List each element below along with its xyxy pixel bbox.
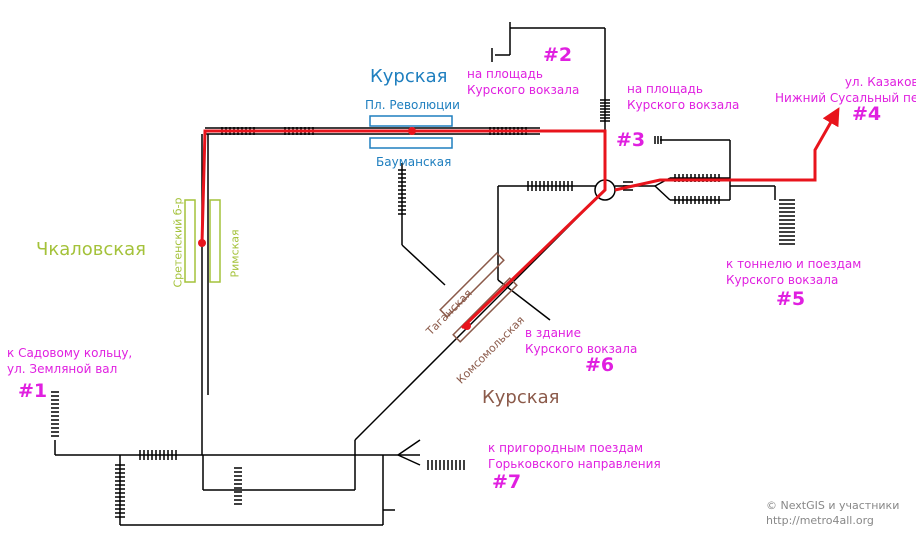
exit-3-number: #3 bbox=[616, 129, 646, 151]
station-label-rimskaya: Римская bbox=[228, 229, 242, 278]
stairs bbox=[51, 99, 795, 518]
exit-7-number: #7 bbox=[492, 471, 522, 493]
exit-4-number: #4 bbox=[852, 103, 882, 125]
exit-1-label: к Садовому кольцу,ул. Земляной вал bbox=[7, 346, 133, 376]
exit-1-number: #1 bbox=[18, 380, 48, 402]
station-label-kurskaya-brown: Курская bbox=[482, 387, 560, 408]
station-label-pl-revolyutsii: Пл. Революции bbox=[365, 98, 460, 112]
station-label-chkalovskaya: Чкаловская bbox=[36, 239, 146, 260]
exit-5-number: #5 bbox=[776, 288, 806, 310]
exit-4-label: ул. Казакова,Нижний Сусальный пер. bbox=[775, 75, 916, 105]
platforms bbox=[184, 115, 518, 343]
exit-2-number: #2 bbox=[543, 44, 573, 66]
station-label-sretensky: Сретенский б-р bbox=[171, 197, 185, 288]
route-line bbox=[200, 107, 840, 330]
exit-6-number: #6 bbox=[585, 354, 615, 376]
station-label-baumanskaya: Бауманская bbox=[376, 155, 452, 169]
station-label-kurskaya-blue: Курская bbox=[370, 66, 448, 87]
passages bbox=[54, 22, 776, 526]
